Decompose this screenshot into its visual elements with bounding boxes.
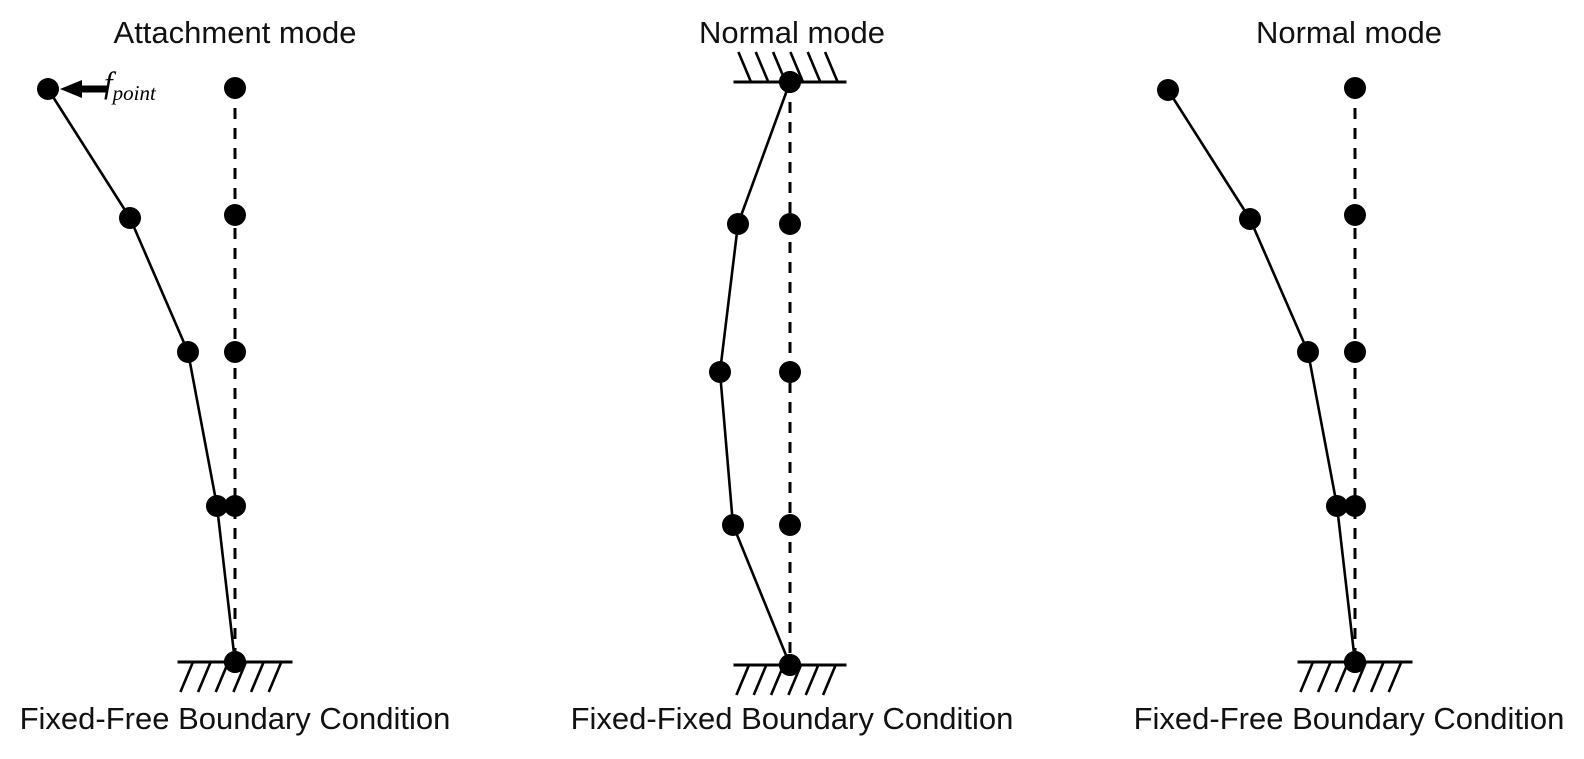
deformed-node: [119, 207, 141, 229]
reference-node: [779, 361, 801, 383]
reference-node: [779, 213, 801, 235]
panel-normal-mode-fixed-fixed: Normal mode Fixed-Fixed Boundary Conditi…: [528, 0, 1056, 759]
reference-node: [224, 77, 246, 99]
reference-node: [1344, 341, 1366, 363]
deformed-node: [709, 361, 731, 383]
reference-node: [1344, 495, 1366, 517]
deformed-node: [727, 213, 749, 235]
deformed-node: [1297, 341, 1319, 363]
deformed-node: [1326, 495, 1348, 517]
support-hatch: [1369, 661, 1385, 693]
force-arrow-head: [60, 80, 82, 98]
support-hatch: [789, 51, 805, 83]
support-hatch: [735, 664, 751, 696]
support-hatch: [179, 661, 195, 693]
panel-attachment-mode: Attachment mode Fixed-Free Boundary Cond…: [0, 0, 470, 759]
force-label-subscript: point: [112, 81, 156, 106]
deformed-node: [722, 514, 744, 536]
panel-caption: Fixed-Free Boundary Condition: [19, 701, 451, 736]
support-hatch: [821, 664, 837, 696]
panel-title: Normal mode: [698, 15, 886, 50]
panel-caption: Fixed-Free Boundary Condition: [1133, 701, 1565, 736]
support-hatch: [804, 664, 820, 696]
reference-node: [224, 495, 246, 517]
support-hatch: [1299, 661, 1315, 693]
deformed-node: [1344, 651, 1366, 673]
support-hatch: [737, 51, 753, 83]
force-label-symbol: f: [104, 65, 113, 100]
support-hatch: [1387, 661, 1403, 693]
force-label-fpoint: fpoint: [104, 65, 156, 106]
support-hatch: [823, 51, 839, 83]
support-hatch: [249, 661, 265, 693]
deformed-node: [177, 341, 199, 363]
support-hatch: [754, 51, 770, 83]
reference-node: [779, 514, 801, 536]
deformed-node: [1157, 79, 1179, 101]
reference-node: [224, 204, 246, 226]
panel-attachment-mode-graphics: [37, 77, 293, 693]
panel-normal-mode-fixed-fixed-graphics: [709, 51, 847, 696]
deformed-node: [37, 78, 59, 100]
reference-node: [1344, 204, 1366, 226]
deformed-node: [206, 495, 228, 517]
reference-node: [224, 341, 246, 363]
support-hatch: [806, 51, 822, 83]
reference-node: [1344, 77, 1366, 99]
deformed-node: [779, 71, 801, 93]
deformed-node: [224, 651, 246, 673]
support-hatch: [196, 661, 212, 693]
deformed-node: [779, 654, 801, 676]
panel-normal-mode-fixed-free: Normal mode Fixed-Free Boundary Conditio…: [1114, 0, 1584, 759]
panel-title: Attachment mode: [113, 15, 357, 50]
deformed-node: [1239, 208, 1261, 230]
support-hatch: [267, 661, 283, 693]
panel-normal-mode-fixed-free-graphics: [1157, 77, 1413, 693]
panel-title: Normal mode: [1255, 15, 1443, 50]
panel-caption: Fixed-Fixed Boundary Condition: [570, 701, 1014, 736]
support-hatch: [1316, 661, 1332, 693]
support-hatch: [752, 664, 768, 696]
